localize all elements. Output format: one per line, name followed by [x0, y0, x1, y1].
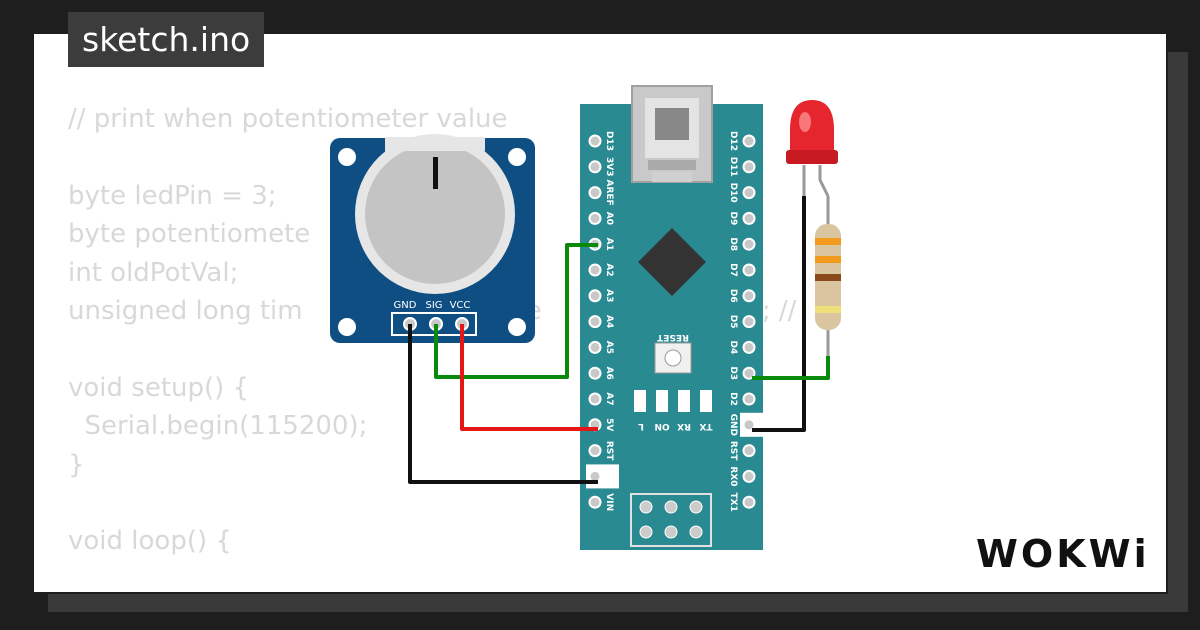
- pin-a5[interactable]: [588, 340, 602, 354]
- wire-led-gnd[interactable]: [752, 196, 806, 432]
- pin-label: 3V3: [604, 157, 614, 177]
- pin-label: RST: [728, 441, 738, 461]
- pin-label: D2: [728, 392, 738, 406]
- pin-rst[interactable]: [742, 444, 756, 458]
- pin-label: D8: [728, 237, 738, 251]
- red-led[interactable]: [786, 100, 838, 197]
- pin-label: A0: [604, 212, 614, 225]
- pin-label: A2: [604, 263, 614, 276]
- pot-pin-label: GND: [394, 300, 417, 311]
- pin-label: D5: [728, 315, 738, 329]
- pin-label: AREF: [604, 179, 614, 205]
- pin-label: GND: [604, 465, 614, 487]
- code-line: }: [68, 449, 85, 480]
- pin-label: A4: [604, 315, 614, 328]
- pin-rx0[interactable]: [742, 469, 756, 483]
- pin-label: D12: [728, 131, 738, 151]
- code-line: int oldPotVal;: [68, 257, 239, 288]
- pin-label: A5: [604, 341, 614, 354]
- pin-a6[interactable]: [588, 366, 602, 380]
- pin-rst[interactable]: [588, 444, 602, 458]
- pin-d8[interactable]: [742, 237, 756, 251]
- code-editor[interactable]: // print when potentiometer value byte le…: [68, 100, 796, 561]
- pin-d11[interactable]: [742, 160, 756, 174]
- led-label: ON: [654, 421, 669, 431]
- pin-d10[interactable]: [742, 186, 756, 200]
- pin-label: A1: [604, 238, 614, 251]
- pin-d6[interactable]: [742, 289, 756, 303]
- pin-d12[interactable]: [742, 134, 756, 148]
- pin-label: RST: [604, 441, 614, 461]
- pin-a0[interactable]: [588, 211, 602, 225]
- pin-label: A3: [604, 289, 614, 302]
- pin-label: VIN: [604, 493, 614, 511]
- led-label: RX: [677, 421, 691, 431]
- reset-label: RESET: [656, 332, 689, 342]
- pin-label: A6: [604, 367, 614, 380]
- pin-label: D6: [728, 289, 738, 303]
- pin-tx1[interactable]: [742, 495, 756, 509]
- code-line: void loop() {: [68, 526, 232, 557]
- pin-label: GND: [728, 414, 738, 436]
- wire-sig-a1[interactable]: [434, 243, 598, 379]
- pin-label: A7: [604, 392, 614, 405]
- pin-a3[interactable]: [588, 289, 602, 303]
- code-line: byte potentiomete: [68, 219, 311, 250]
- pin-d3[interactable]: [742, 366, 756, 380]
- pin-label: D3: [728, 366, 738, 380]
- wokwi-logo: WOKWi: [976, 532, 1150, 576]
- pin-d2[interactable]: [742, 392, 756, 406]
- code-line: byte ledPin = 3;: [68, 180, 277, 211]
- resistor[interactable]: [815, 196, 841, 356]
- wire-resistor-d3[interactable]: [752, 356, 830, 380]
- pot-pin-label: VCC: [450, 300, 471, 311]
- led-label: L: [638, 421, 644, 431]
- pin-a2[interactable]: [588, 263, 602, 277]
- pin-label: D4: [728, 341, 738, 355]
- pin-label: 5V: [604, 418, 614, 431]
- pin-a4[interactable]: [588, 315, 602, 329]
- pin-label: D9: [728, 212, 738, 226]
- pot-pin-label: SIG: [425, 300, 442, 311]
- code-line: void setup() {: [68, 372, 250, 403]
- pin-label: D7: [728, 263, 738, 277]
- pin-a7[interactable]: [588, 392, 602, 406]
- wire-gnd-gnd[interactable]: [408, 324, 598, 484]
- potentiometer[interactable]: GND SIG VCC: [330, 134, 535, 343]
- pin-3v3[interactable]: [588, 160, 602, 174]
- code-line: // print when potentiometer value: [68, 104, 508, 134]
- pin-vin[interactable]: [588, 495, 602, 509]
- code-line: Serial.begin(115200);: [68, 411, 368, 442]
- led-label: TX: [699, 421, 712, 431]
- pin-d5[interactable]: [742, 315, 756, 329]
- wire-vcc-5v[interactable]: [460, 324, 598, 431]
- pin-label: RX0: [728, 466, 738, 486]
- pin-label: D10: [728, 183, 738, 203]
- pin-label: D11: [728, 157, 738, 177]
- wires: [408, 196, 830, 484]
- pin-d9[interactable]: [742, 211, 756, 225]
- pin-d13[interactable]: [588, 134, 602, 148]
- pin-aref[interactable]: [588, 186, 602, 200]
- pin-d4[interactable]: [742, 340, 756, 354]
- pin-label: D13: [604, 131, 614, 151]
- pin-gnd[interactable]: [742, 418, 756, 432]
- pin-d7[interactable]: [742, 263, 756, 277]
- pin-label: TX1: [728, 493, 738, 512]
- file-tab[interactable]: sketch.ino: [68, 12, 265, 67]
